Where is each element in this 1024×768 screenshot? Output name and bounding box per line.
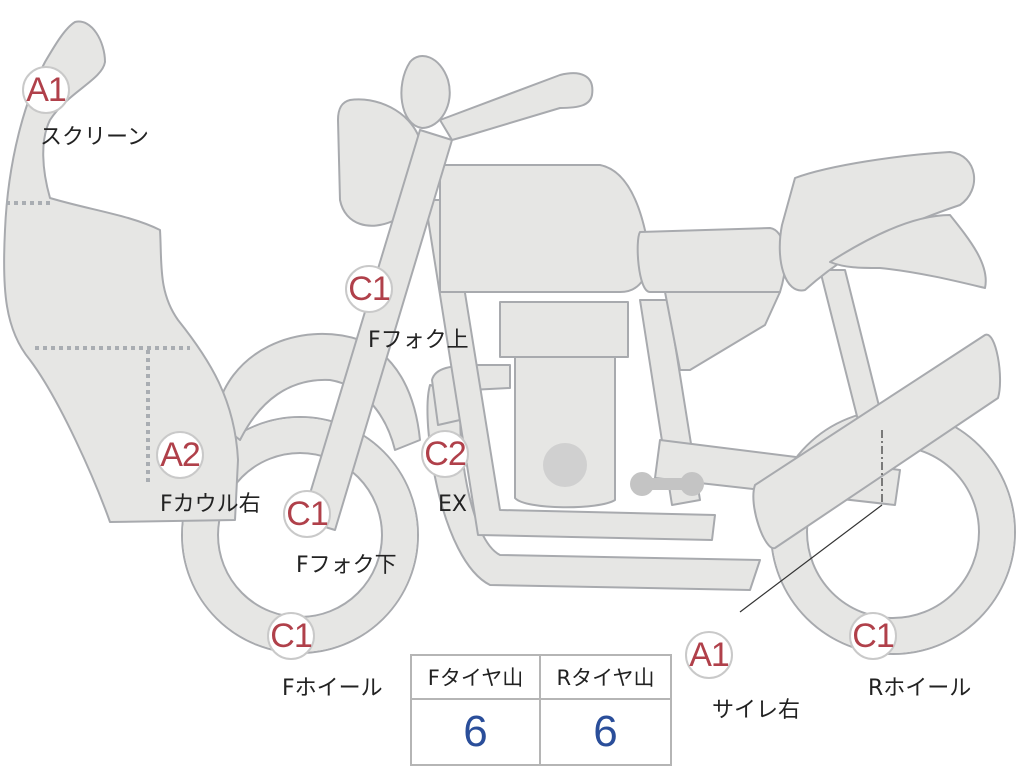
table-header-front-tire: Fタイヤ山 bbox=[412, 656, 541, 700]
seat-front bbox=[636, 227, 787, 293]
engine-block bbox=[514, 356, 616, 509]
engine-head bbox=[499, 301, 629, 358]
label-f-fork-upper: Fフォク上 bbox=[368, 328, 469, 353]
tail-cowl bbox=[829, 214, 987, 289]
badge-f-wheel[interactable]: C1 bbox=[267, 612, 315, 660]
badge-f-cowl-right[interactable]: A2 bbox=[156, 431, 204, 479]
muffler-leader-diagonal bbox=[739, 504, 883, 613]
label-muffler-right: サイレ右 bbox=[712, 698, 801, 723]
badge-ex[interactable]: C2 bbox=[421, 430, 469, 478]
label-f-wheel: Fホイール bbox=[282, 676, 383, 701]
front-cowl bbox=[3, 20, 239, 523]
label-r-wheel: Rホイール bbox=[868, 676, 972, 701]
label-screen: スクリーン bbox=[40, 125, 149, 150]
tire-tread-table: Fタイヤ山 Rタイヤ山 6 6 bbox=[410, 654, 672, 766]
table-value-rear-tire: 6 bbox=[593, 707, 618, 756]
table-value-front-tire: 6 bbox=[412, 700, 541, 764]
label-ex: EX bbox=[438, 492, 467, 517]
label-f-fork-lower: Fフォク下 bbox=[296, 553, 397, 578]
label-f-cowl-right: Fカウル右 bbox=[160, 492, 261, 517]
seat-rear bbox=[778, 151, 976, 292]
badge-screen[interactable]: A1 bbox=[22, 66, 70, 114]
footpeg bbox=[630, 472, 704, 496]
badge-f-fork-lower[interactable]: C1 bbox=[283, 490, 331, 538]
handlebar bbox=[439, 72, 594, 141]
mirror bbox=[400, 55, 451, 129]
badge-f-fork-upper[interactable]: C1 bbox=[345, 265, 393, 313]
side-cover bbox=[664, 291, 781, 371]
table-header-rear-tire: Rタイヤ山 bbox=[541, 656, 670, 700]
muffler bbox=[752, 333, 1002, 550]
badge-muffler-right[interactable]: A1 bbox=[685, 631, 733, 679]
engine-cover bbox=[543, 443, 587, 487]
front-fork bbox=[301, 129, 453, 531]
fuel-tank bbox=[439, 164, 650, 293]
badge-r-wheel[interactable]: C1 bbox=[849, 612, 897, 660]
